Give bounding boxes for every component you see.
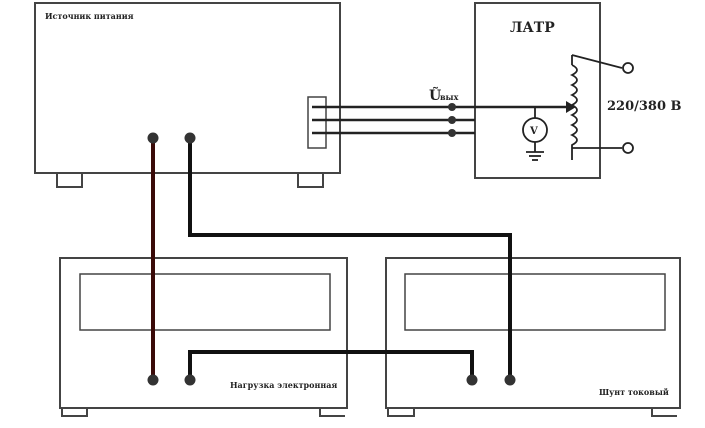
load-terminal (184, 374, 196, 386)
wire-supply-to-shunt (188, 138, 512, 380)
shunt-foot (387, 408, 415, 417)
latr-voltage-label: 220/380 В (607, 99, 682, 114)
latr-label: ЛАТР (510, 20, 555, 36)
load-box (59, 257, 348, 409)
latr-box (474, 2, 601, 179)
load-foot (319, 408, 345, 417)
terminal-dot (448, 116, 456, 124)
autotransformer-coil-icon (569, 64, 578, 160)
load-label: Нагрузка электронная (230, 380, 337, 390)
supply-terminal (184, 132, 196, 144)
mains-terminal (622, 142, 634, 154)
load-terminal (147, 374, 159, 386)
shunt-label: Шунт токовый (599, 387, 669, 397)
power-supply-box (34, 2, 341, 174)
power-supply-foot (297, 173, 324, 188)
terminal-dot (448, 129, 456, 137)
power-supply-label: Источник питания (45, 11, 134, 21)
mains-terminal (622, 62, 634, 74)
load-display-window (79, 273, 331, 331)
output-voltage-subscript: вых (440, 92, 459, 102)
voltmeter-symbol: V (529, 126, 538, 137)
supply-terminal (147, 132, 159, 144)
output-voltage-symbol: Ũ (429, 85, 441, 104)
shunt-foot (651, 408, 677, 417)
slider-arrow-icon (566, 101, 576, 113)
power-supply-foot (56, 173, 83, 188)
load-foot (61, 408, 88, 417)
wire-load-to-shunt (188, 350, 474, 380)
terminal-dot (448, 103, 456, 111)
shunt-box (385, 257, 681, 409)
output-connector-panel (307, 96, 327, 149)
shunt-display-window (404, 273, 666, 331)
shunt-terminal (504, 374, 516, 386)
shunt-terminal (466, 374, 478, 386)
